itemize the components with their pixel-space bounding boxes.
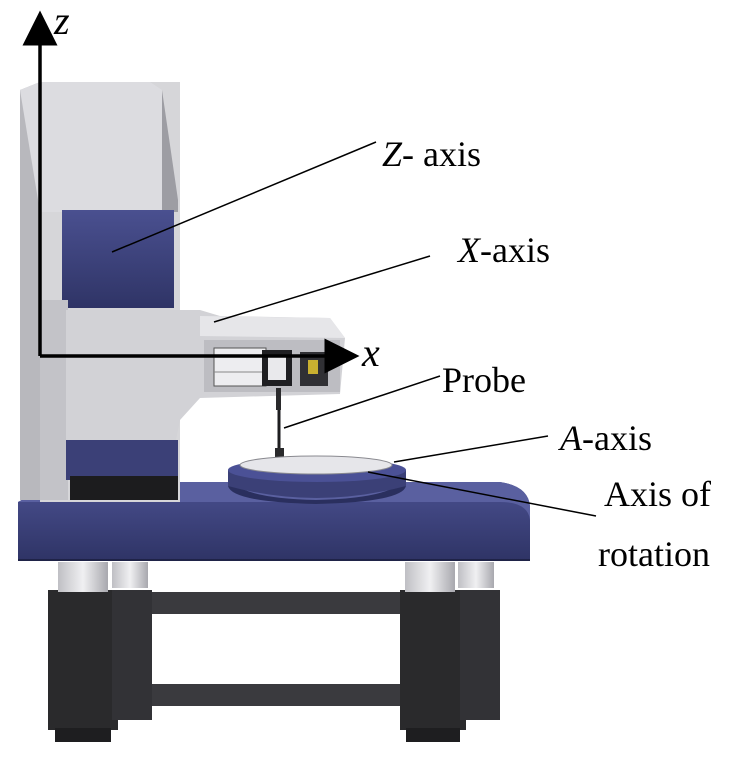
- probe-label: Probe: [442, 360, 526, 400]
- isolators: [58, 562, 494, 592]
- probe: [275, 388, 284, 458]
- coordinate-axes: z x: [22, 0, 380, 375]
- a-axis-leader: [393, 435, 549, 463]
- support-frame: [48, 590, 500, 742]
- z-letter: z: [53, 0, 70, 43]
- leader-lines: [111, 141, 597, 517]
- rotary-table: [228, 455, 406, 504]
- rotation-label-line1: Axis of: [604, 474, 711, 514]
- a-axis-label: A-axis: [558, 418, 652, 458]
- rotation-label-line2: rotation: [598, 534, 710, 574]
- z-axis-leader: [111, 141, 377, 253]
- x-axis-leader: [213, 255, 431, 323]
- x-axis-label: X-axis: [456, 230, 550, 270]
- rotation-leader: [367, 471, 597, 517]
- x-letter: x: [361, 330, 380, 375]
- probe-leader: [283, 375, 441, 429]
- z-column: [20, 82, 180, 502]
- z-axis-label: Z- axis: [382, 134, 481, 174]
- labels: Z- axis X-axis Probe A-axis Axis of rota…: [382, 134, 711, 574]
- x-arm: [66, 310, 345, 440]
